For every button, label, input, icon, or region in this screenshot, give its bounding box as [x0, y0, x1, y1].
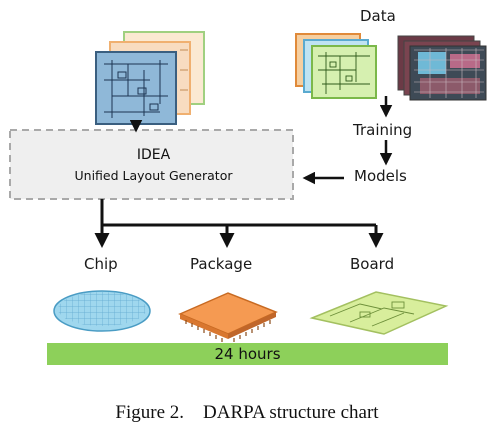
label-package: Package — [190, 255, 253, 273]
figure-caption: Figure 2. DARPA structure chart — [115, 402, 379, 423]
timeline-label: 24 hours — [214, 345, 281, 363]
pcb-board-icon — [309, 291, 449, 335]
timeline-bar — [47, 343, 448, 365]
label-board: Board — [350, 255, 395, 273]
package-chip-icon — [178, 292, 278, 342]
schematic-stack-icon — [95, 31, 205, 125]
wafer-icon — [53, 290, 151, 332]
idea-title: IDEA — [136, 147, 171, 163]
idea-subtitle: Unified Layout Generator — [74, 168, 233, 183]
label-data: Data — [360, 7, 396, 25]
idea-box — [9, 129, 294, 200]
label-models: Models — [354, 167, 407, 185]
data-schematic-stack-icon — [295, 33, 377, 99]
layout-photo-stack-icon — [397, 35, 487, 101]
label-training: Training — [353, 121, 413, 139]
label-chip: Chip — [84, 255, 118, 273]
distribution-connector — [94, 199, 384, 248]
